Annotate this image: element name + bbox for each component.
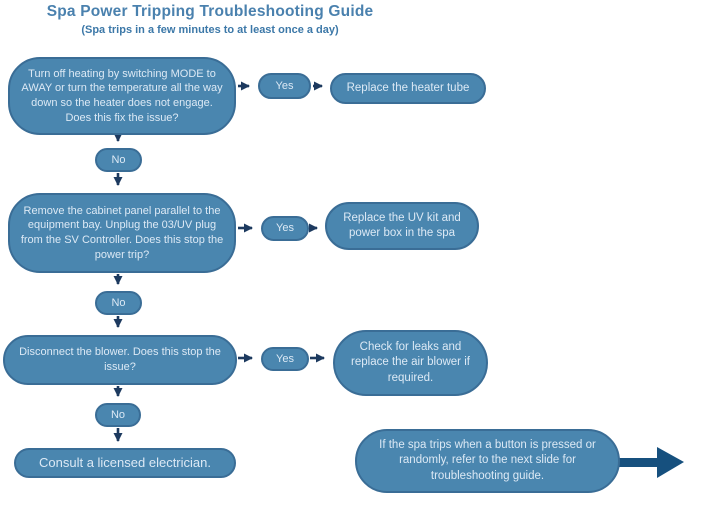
page-title: Spa Power Tripping Troubleshooting Guide xyxy=(46,3,374,20)
next-slide-note: If the spa trips when a button is presse… xyxy=(355,429,620,493)
action-1-text: Replace the heater tube xyxy=(346,81,470,94)
action-3: Check for leaks and replace the air blow… xyxy=(333,330,488,396)
yes-badge-3-label: Yes xyxy=(276,352,294,365)
yes-badge-3: Yes xyxy=(261,347,309,371)
final-action: Consult a licensed electrician. xyxy=(14,448,236,478)
page-subtitle: (Spa trips in a few minutes to at least … xyxy=(81,24,339,36)
no-badge-3-label: No xyxy=(110,408,126,421)
header: Spa Power Tripping Troubleshooting Guide… xyxy=(0,3,420,36)
question-3-text: Disconnect the blower. Does this stop th… xyxy=(19,346,221,373)
question-3: Disconnect the blower. Does this stop th… xyxy=(3,335,237,385)
final-action-text: Consult a licensed electrician. xyxy=(39,455,211,471)
next-slide-arrow xyxy=(619,447,684,478)
action-3-text: Check for leaks and replace the air blow… xyxy=(351,341,470,384)
yes-badge-1-label: Yes xyxy=(275,79,294,92)
yes-badge-2-label: Yes xyxy=(276,222,294,235)
question-1: Turn off heating by switching MODE to AW… xyxy=(8,57,236,135)
action-2: Replace the UV kit and power box in the … xyxy=(325,202,479,250)
yes-badge-2: Yes xyxy=(261,216,309,241)
action-2-text: Replace the UV kit and power box in the … xyxy=(343,211,461,239)
yes-badge-1: Yes xyxy=(258,73,311,99)
no-badge-2: No xyxy=(95,291,142,315)
next-slide-note-text: If the spa trips when a button is presse… xyxy=(379,439,596,482)
no-badge-1-label: No xyxy=(111,153,126,166)
no-badge-3: No xyxy=(95,403,141,427)
action-1: Replace the heater tube xyxy=(330,73,486,104)
question-2-text: Remove the cabinet panel parallel to the… xyxy=(20,204,224,261)
question-2: Remove the cabinet panel parallel to the… xyxy=(8,193,236,273)
question-1-text: Turn off heating by switching MODE to AW… xyxy=(21,67,223,124)
no-badge-2-label: No xyxy=(111,296,126,309)
no-badge-1: No xyxy=(95,148,142,172)
